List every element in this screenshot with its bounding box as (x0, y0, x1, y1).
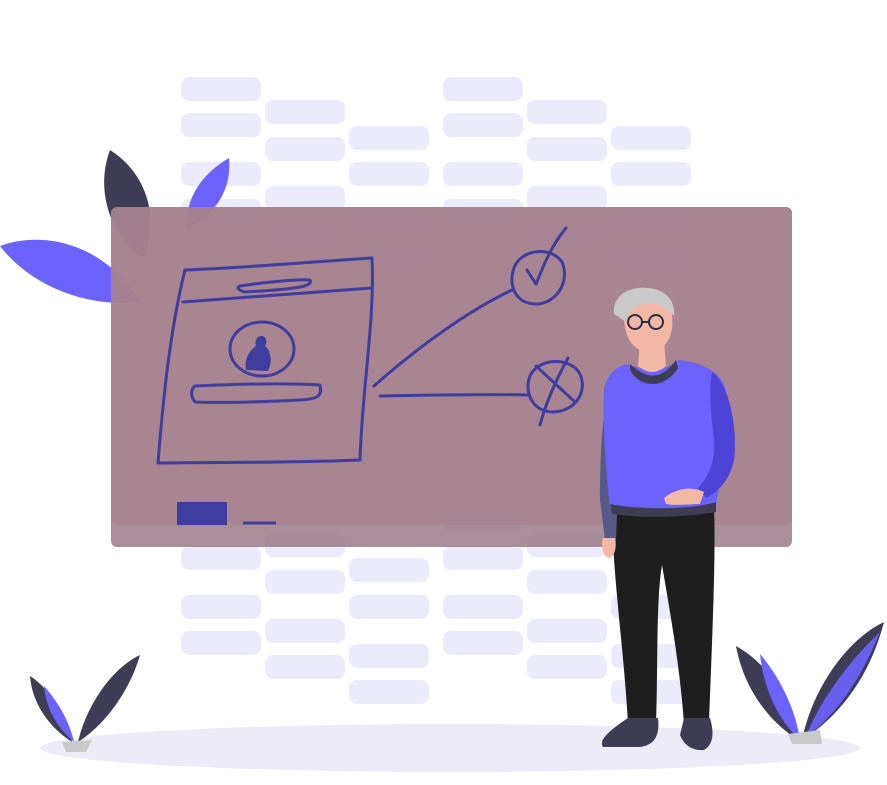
trousers (612, 505, 715, 724)
glasses-icon (627, 314, 664, 330)
sweater-hem (610, 502, 716, 517)
text-field-sketch (190, 382, 323, 404)
presenter-person (600, 287, 736, 751)
board-sketch (156, 226, 584, 465)
cross-icon (534, 356, 577, 427)
address-bar-sketch (236, 278, 312, 294)
checkmark-circle-icon (510, 250, 566, 306)
leaf-icon (0, 239, 140, 303)
board-marker (177, 502, 227, 525)
left-hand (601, 538, 616, 558)
right-arm (698, 372, 736, 498)
connector-line-up (372, 288, 514, 388)
right-shoe (680, 718, 713, 751)
hair (613, 287, 675, 322)
sweater (603, 360, 727, 511)
plant-icon (736, 622, 884, 744)
checkmark-icon (525, 226, 568, 286)
cross-circle-icon (526, 360, 584, 414)
browser-window-sketch (156, 256, 374, 465)
right-hand (664, 488, 704, 505)
browser-window-header-line (181, 286, 374, 304)
shirt-collar (630, 360, 678, 384)
connector-line-down (378, 393, 530, 398)
bird-photo-icon (228, 320, 296, 378)
left-shoe (601, 718, 659, 747)
plant-icon (30, 655, 140, 752)
ground-shadow (40, 724, 860, 772)
bird-silhouette (245, 335, 271, 371)
